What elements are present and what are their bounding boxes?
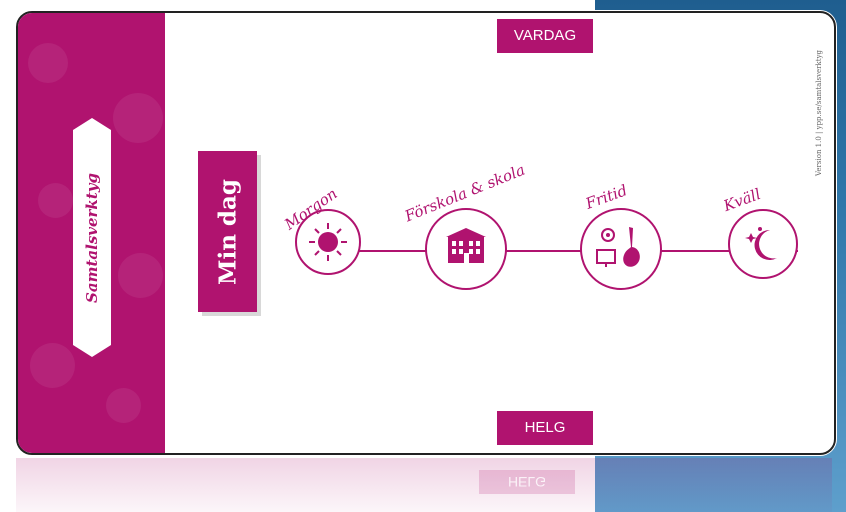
- version-label: Version 1.0 | ypp.se/samtalsverktyg: [813, 43, 825, 183]
- tab-vardag[interactable]: VARDAG: [497, 19, 593, 53]
- tab-helg-reflection: HELG: [479, 470, 575, 494]
- page-title-box: Min dag: [198, 151, 257, 312]
- tab-helg[interactable]: HELG: [497, 411, 593, 445]
- timeline-line: [328, 250, 798, 252]
- moon-stars-icon: [730, 211, 796, 277]
- sidebar: Samtalsverktyg: [18, 13, 165, 453]
- leisure-icon: [582, 210, 660, 288]
- conversation-card: Samtalsverktyg VARDAG HELG Min dag Versi…: [16, 11, 836, 455]
- node-fritid[interactable]: [580, 208, 662, 290]
- card-reflection: [16, 458, 832, 512]
- sidebar-ribbon: Samtalsverktyg: [73, 130, 111, 345]
- school-building-icon: [427, 210, 505, 288]
- page-title: Min dag: [214, 179, 241, 285]
- node-forskola-skola[interactable]: [425, 208, 507, 290]
- node-kvall[interactable]: [728, 209, 798, 279]
- sidebar-title: Samtalsverktyg: [83, 173, 101, 303]
